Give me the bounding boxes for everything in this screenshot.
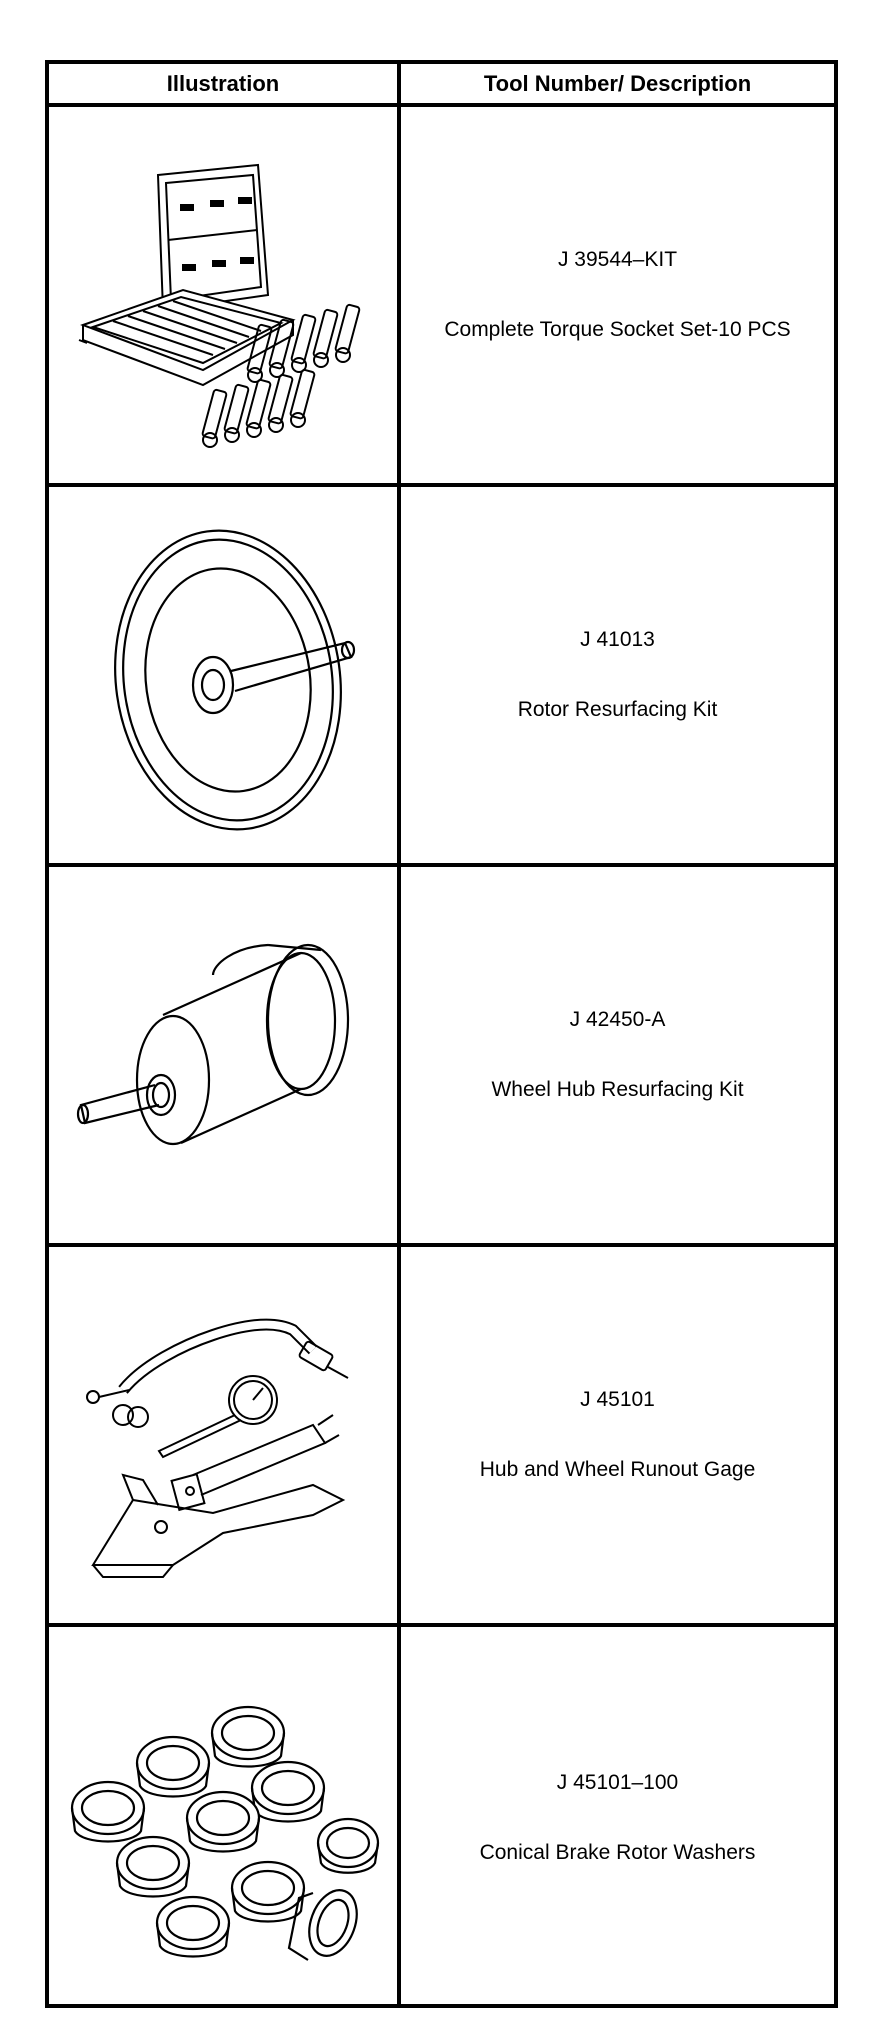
description-cell: J 39544–KIT Complete Torque Socket Set-1…	[401, 107, 834, 483]
table-row: J 45101 Hub and Wheel Runout Gage	[49, 1247, 834, 1623]
description-cell: J 42450-A Wheel Hub Resurfacing Kit	[401, 867, 834, 1243]
washer-ring	[210, 1705, 286, 1768]
rotor-resurfacing-icon	[114, 529, 356, 831]
torque-socket-set-icon	[78, 163, 361, 448]
tool-description: Complete Torque Socket Set-10 PCS	[444, 318, 791, 341]
tool-table: Illustration Tool Number/ Description	[45, 60, 838, 2008]
row-divider	[49, 103, 834, 107]
runout-gage-icon	[86, 1318, 349, 1578]
table-row: J 42450-A Wheel Hub Resurfacing Kit	[49, 867, 834, 1243]
tool-number: J 45101–100	[556, 1770, 679, 1794]
row-divider	[49, 1243, 834, 1247]
table-row: J 39544–KIT Complete Torque Socket Set-1…	[49, 107, 834, 483]
tool-description: Wheel Hub Resurfacing Kit	[491, 1078, 744, 1101]
tool-number: J 41013	[580, 628, 655, 651]
description-cell: J 41013 Rotor Resurfacing Kit	[401, 487, 834, 863]
tool-number: J 45101	[580, 1388, 655, 1411]
wheel-hub-resurfacing-icon	[76, 943, 350, 1146]
conical-washers-icon	[70, 1705, 380, 1961]
description-cell: J 45101–100 Conical Brake Rotor Washers	[401, 1627, 834, 2008]
sockets-top-row	[246, 303, 361, 383]
row-divider	[49, 1623, 834, 1627]
tool-description: Conical Brake Rotor Washers	[479, 1840, 756, 1864]
row-divider	[49, 483, 834, 487]
tool-number: J 42450-A	[569, 1008, 666, 1031]
illustration-cell	[49, 1247, 397, 1623]
table-row: J 41013 Rotor Resurfacing Kit	[49, 487, 834, 863]
header-tool-description: Tool Number/ Description	[483, 70, 752, 96]
row-divider	[49, 863, 834, 867]
illustration-cell	[49, 1627, 397, 2008]
illustration-cell	[49, 487, 397, 863]
column-divider	[397, 64, 401, 2004]
description-cell: J 45101 Hub and Wheel Runout Gage	[401, 1247, 834, 1623]
tool-description: Hub and Wheel Runout Gage	[479, 1458, 756, 1481]
illustration-cell	[49, 107, 397, 483]
illustration-cell	[49, 867, 397, 1243]
tool-description: Rotor Resurfacing Kit	[517, 698, 718, 721]
sockets-bottom-row	[201, 368, 316, 448]
header-illustration: Illustration	[166, 70, 280, 96]
tool-number: J 39544–KIT	[557, 248, 678, 271]
table-row: J 45101–100 Conical Brake Rotor Washers	[49, 1627, 834, 2008]
